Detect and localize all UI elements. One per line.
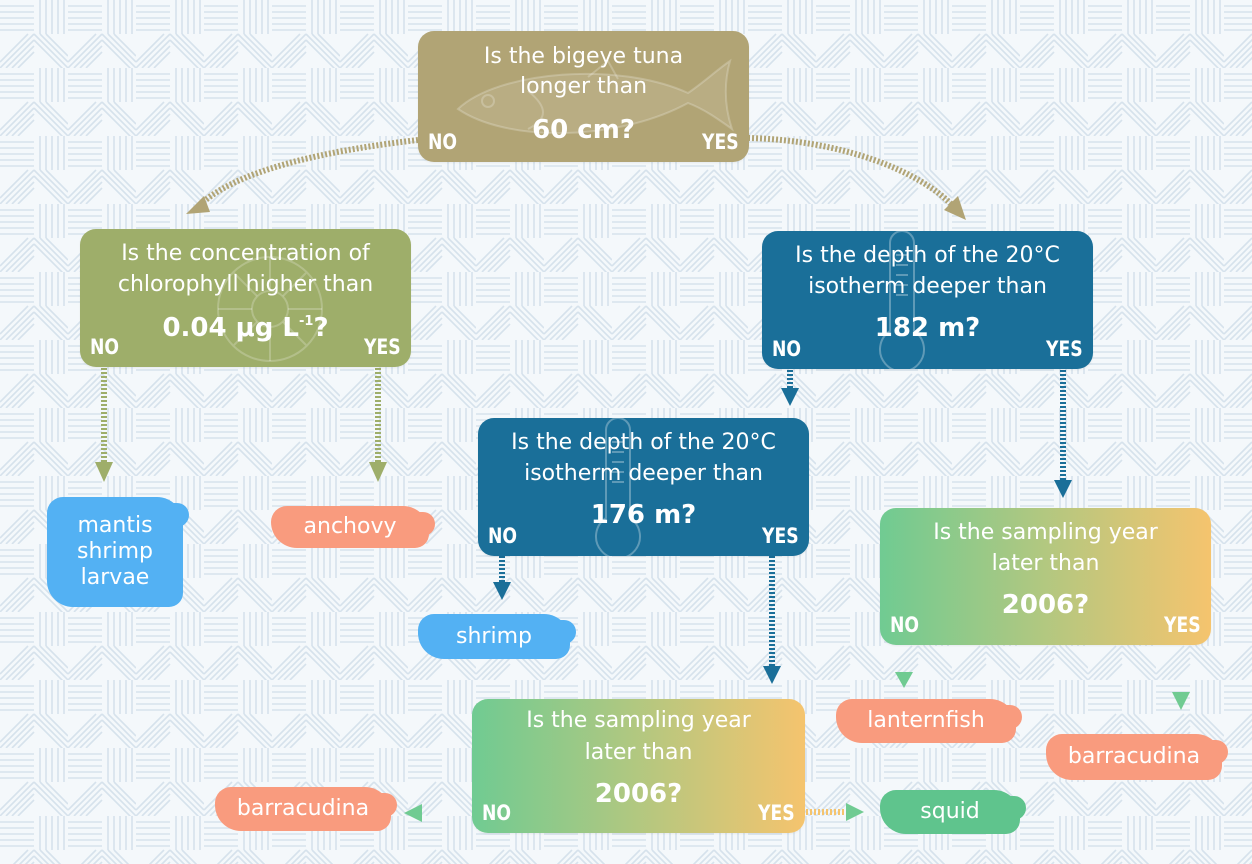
question-isotherm-182: Is the depth of the 20°C isotherm deeper…: [762, 231, 1093, 369]
question-line-1: Is the sampling year: [526, 708, 751, 733]
yes-label: YES: [364, 335, 401, 359]
yes-label: YES: [762, 524, 799, 548]
yes-label: YES: [702, 130, 739, 154]
question-line-2: later than: [584, 740, 693, 765]
leaf-label: squid: [920, 799, 980, 824]
yes-label: YES: [1046, 337, 1083, 361]
leaf-tab: [1004, 796, 1026, 820]
leaf-label: barracudina: [236, 796, 370, 821]
threshold-question-mark: ?: [313, 313, 329, 343]
leaf-barracudina-right: barracudina: [1046, 734, 1228, 780]
question-threshold: 2006?: [594, 779, 683, 809]
leaf-tab: [1206, 740, 1228, 764]
question-line-1: Is the sampling year: [933, 520, 1158, 545]
leaf-label: lanternfish: [867, 708, 985, 733]
leaf-label-line-1: mantis: [77, 513, 153, 538]
no-label: NO: [482, 801, 512, 825]
no-label: NO: [772, 337, 802, 361]
question-threshold: 0.04 μg L-1?: [80, 313, 411, 343]
question-threshold: 60 cm?: [532, 115, 635, 145]
leaf-tab: [554, 620, 576, 644]
question-threshold: 176 m?: [590, 500, 697, 530]
question-isotherm-176: Is the depth of the 20°C isotherm deeper…: [478, 418, 809, 556]
question-threshold: 2006?: [1001, 590, 1090, 620]
yes-label: YES: [758, 801, 795, 825]
leaf-label: mantis shrimp larvae: [77, 513, 153, 591]
threshold-value: 0.04 μg L: [162, 313, 300, 343]
no-label: NO: [90, 335, 120, 359]
question-line-2: longer than: [519, 74, 648, 99]
leaf-mantis-shrimp-larvae: mantis shrimp larvae: [47, 497, 189, 607]
question-line-2: chlorophyll higher than: [117, 272, 374, 297]
leaf-label: barracudina: [1067, 744, 1201, 769]
question-line-2: later than: [991, 551, 1100, 576]
no-label: NO: [890, 613, 920, 637]
leaf-squid: squid: [880, 790, 1026, 834]
leaf-tab: [1000, 705, 1022, 729]
leaf-tab: [167, 503, 189, 527]
no-label: NO: [428, 130, 458, 154]
leaf-lanternfish: lanternfish: [836, 699, 1022, 743]
threshold-superscript: -1: [299, 314, 314, 329]
question-chlorophyll: Is the concentration of chlorophyll high…: [80, 229, 411, 367]
question-line-1: Is the depth of the 20°C: [511, 430, 776, 455]
leaf-label: shrimp: [456, 623, 532, 649]
leaf-barracudina-bottom: barracudina: [215, 787, 397, 831]
question-line-1: Is the bigeye tuna: [483, 44, 684, 69]
leaf-label: anchovy: [303, 514, 397, 539]
leaf-tab: [413, 512, 435, 536]
leaf-label-line-3: larvae: [80, 565, 150, 590]
no-label: NO: [488, 524, 518, 548]
yes-label: YES: [1164, 613, 1201, 637]
leaf-tab: [375, 793, 397, 817]
leaf-anchovy: anchovy: [271, 506, 435, 548]
question-line-1: Is the concentration of: [121, 241, 370, 266]
question-line-2: isotherm deeper than: [524, 461, 763, 486]
question-tuna-length: Is the bigeye tuna longer than 60 cm? NO…: [418, 31, 749, 162]
question-line-1: Is the depth of the 20°C: [795, 243, 1060, 268]
question-sampling-year-right: Is the sampling year later than 2006? NO…: [880, 508, 1211, 645]
question-sampling-year-bottom: Is the sampling year later than 2006? NO…: [472, 699, 805, 833]
question-line-2: isotherm deeper than: [808, 274, 1047, 299]
question-threshold: 182 m?: [874, 313, 981, 343]
leaf-shrimp: shrimp: [418, 614, 576, 659]
leaf-label-line-2: shrimp: [77, 539, 153, 564]
